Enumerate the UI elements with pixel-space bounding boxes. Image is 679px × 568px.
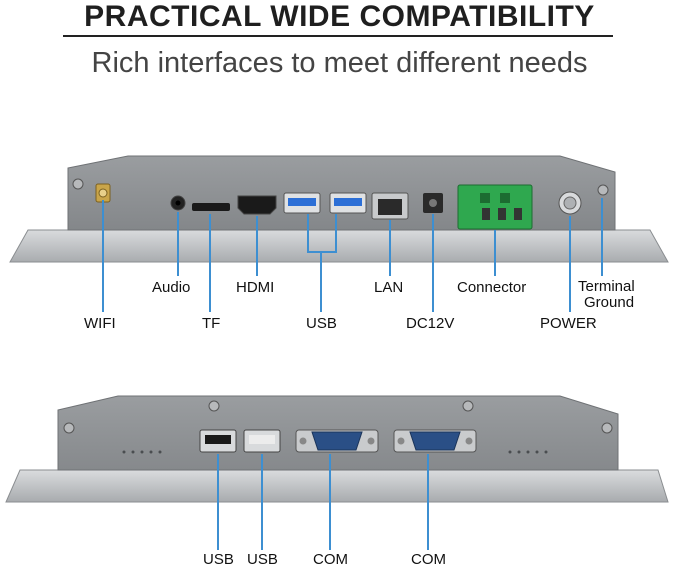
label-hdmi: HDMI	[236, 279, 275, 296]
label-terminal-ground-1: Terminal	[578, 278, 635, 295]
label-wifi: WIFI	[84, 315, 116, 332]
wifi-antenna-connector-icon	[95, 183, 111, 203]
label-power: POWER	[540, 315, 597, 332]
bottom-io-panel	[5, 395, 669, 550]
label-usb-bottom-2: USB	[247, 551, 278, 568]
com-port-icon	[295, 429, 379, 453]
screw-icon	[208, 400, 220, 412]
page-title: PRACTICAL WIDE COMPATIBILITY	[84, 0, 595, 33]
label-com-2: COM	[411, 551, 446, 568]
com-port-icon	[393, 429, 477, 453]
hdmi-port-icon	[237, 195, 277, 215]
label-connector: Connector	[457, 279, 527, 296]
label-usb-bottom-1: USB	[203, 551, 234, 568]
label-tf: TF	[202, 315, 221, 332]
label-dc12v: DC12V	[406, 315, 455, 332]
title-underline	[63, 35, 613, 37]
label-usb-top: USB	[306, 315, 337, 332]
screw-icon	[601, 422, 613, 434]
top-io-panel	[9, 155, 669, 312]
screw-icon	[597, 184, 609, 196]
screw-icon	[72, 178, 84, 190]
terminal-connector-icon	[457, 184, 533, 230]
label-audio: Audio	[152, 279, 191, 296]
label-lan: LAN	[374, 279, 404, 296]
label-terminal-ground-2: Ground	[584, 294, 635, 311]
tf-slot-icon	[192, 203, 230, 211]
screw-icon	[462, 400, 474, 412]
screw-icon	[63, 422, 75, 434]
page-subtitle: Rich interfaces to meet different needs	[91, 47, 588, 79]
label-com-1: COM	[313, 551, 348, 568]
